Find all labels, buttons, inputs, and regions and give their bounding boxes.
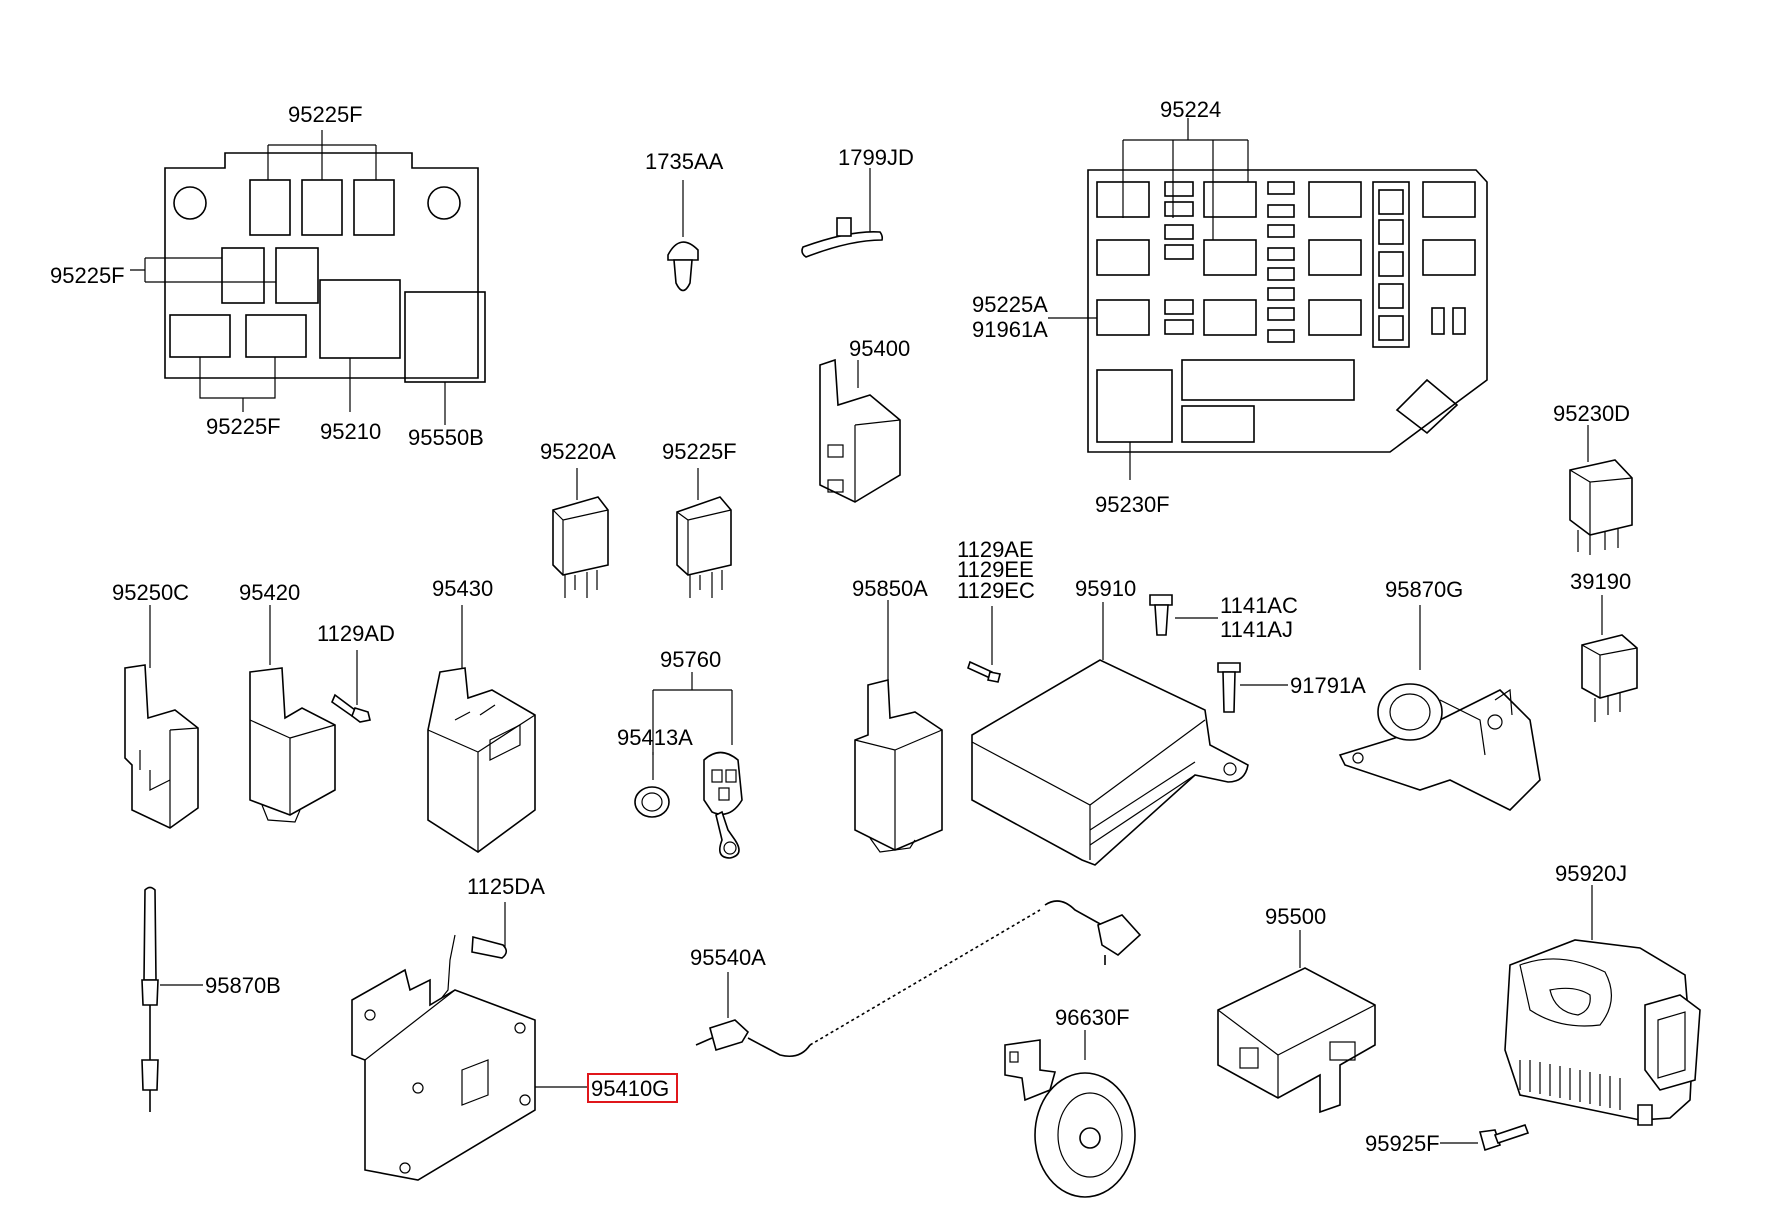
label-95225f-bottom[interactable]: 95225F	[206, 414, 281, 439]
label-1129ae[interactable]: 1129AE	[957, 537, 1034, 562]
bolt-91791a-part	[1217, 662, 1288, 713]
siren-95920j-part	[1504, 885, 1701, 1126]
label-1799jd[interactable]: 1799JD	[838, 145, 914, 170]
label-96630f[interactable]: 96630F	[1055, 1005, 1130, 1030]
label-1129ec[interactable]: 1129EC	[957, 578, 1035, 603]
label-95925f[interactable]: 95925F	[1365, 1131, 1440, 1156]
label-1735aa[interactable]: 1735AA	[645, 149, 724, 174]
label-95250c[interactable]: 95250C	[112, 580, 189, 605]
label-95430[interactable]: 95430	[432, 576, 493, 601]
bolt-95925f-part	[1440, 1123, 1530, 1152]
sensor-95870g-part	[1338, 605, 1541, 811]
clip-1735aa-part	[667, 180, 699, 292]
label-95420[interactable]: 95420	[239, 580, 300, 605]
screw-1129ad-part	[331, 650, 371, 723]
label-95210[interactable]: 95210	[320, 419, 381, 444]
module-95430-part	[427, 605, 536, 853]
label-1129ee[interactable]: 1129EE	[957, 557, 1034, 582]
label-95225f-left[interactable]: 95225F	[50, 263, 125, 288]
tie-1799jd-part	[801, 168, 884, 258]
label-39190[interactable]: 39190	[1570, 569, 1631, 594]
label-95410g[interactable]: 95410G	[591, 1076, 669, 1101]
cable-95540a-part	[695, 900, 1142, 1058]
label-1129ad[interactable]: 1129AD	[317, 621, 395, 646]
module-95410g-part	[351, 902, 678, 1181]
label-95760[interactable]: 95760	[660, 647, 721, 672]
label-95230d[interactable]: 95230D	[1553, 401, 1630, 426]
relay-box-95224-part	[1048, 118, 1488, 480]
label-95400[interactable]: 95400	[849, 336, 910, 361]
label-1125da[interactable]: 1125DA	[467, 874, 545, 899]
label-95225f-top[interactable]: 95225F	[288, 102, 363, 127]
label-95870b[interactable]: 95870B	[205, 973, 281, 998]
antenna-95870b-part	[141, 886, 203, 1112]
bracket-95400-part	[819, 358, 901, 503]
relay-95220a-part	[552, 468, 609, 598]
ecu-95910-part	[971, 602, 1249, 866]
fuse-relay-box-assembly	[130, 130, 486, 425]
relay-39190-part	[1581, 595, 1638, 722]
label-95550b[interactable]: 95550B	[408, 425, 484, 450]
label-1141ac[interactable]: 1141AC	[1220, 593, 1298, 618]
horn-96630f-part	[1004, 1030, 1136, 1198]
label-95870g[interactable]: 95870G	[1385, 577, 1463, 602]
label-95413a[interactable]: 95413A	[617, 725, 693, 750]
label-91791a[interactable]: 91791A	[1290, 673, 1366, 698]
label-95225f-single[interactable]: 95225F	[662, 439, 737, 464]
relay-95225f-single-part	[676, 468, 732, 598]
highlight-box-95410g	[587, 1073, 678, 1103]
label-95224[interactable]: 95224	[1160, 97, 1221, 122]
label-95500[interactable]: 95500	[1265, 904, 1326, 929]
transmitter-95760-part	[652, 672, 743, 859]
label-91961a[interactable]: 91961A	[972, 317, 1048, 342]
relay-95230d-part	[1569, 425, 1633, 555]
module-95500-part	[1217, 930, 1376, 1114]
label-95920j[interactable]: 95920J	[1555, 861, 1627, 886]
label-95225a[interactable]: 95225A	[972, 292, 1048, 317]
module-95420-part	[249, 605, 336, 823]
module-95250c-part	[124, 605, 199, 829]
label-1141aj[interactable]: 1141AJ	[1220, 617, 1293, 642]
label-95220a[interactable]: 95220A	[540, 439, 616, 464]
ring-95413a-part	[634, 752, 670, 818]
label-95230f[interactable]: 95230F	[1095, 492, 1170, 517]
module-95850a-part	[854, 600, 943, 853]
screw-1129ae-part	[967, 606, 1001, 683]
bolt-1141ac-part	[1149, 594, 1218, 636]
label-95540a[interactable]: 95540A	[690, 945, 766, 970]
label-95910[interactable]: 95910	[1075, 576, 1136, 601]
label-95850a[interactable]: 95850A	[852, 576, 928, 601]
